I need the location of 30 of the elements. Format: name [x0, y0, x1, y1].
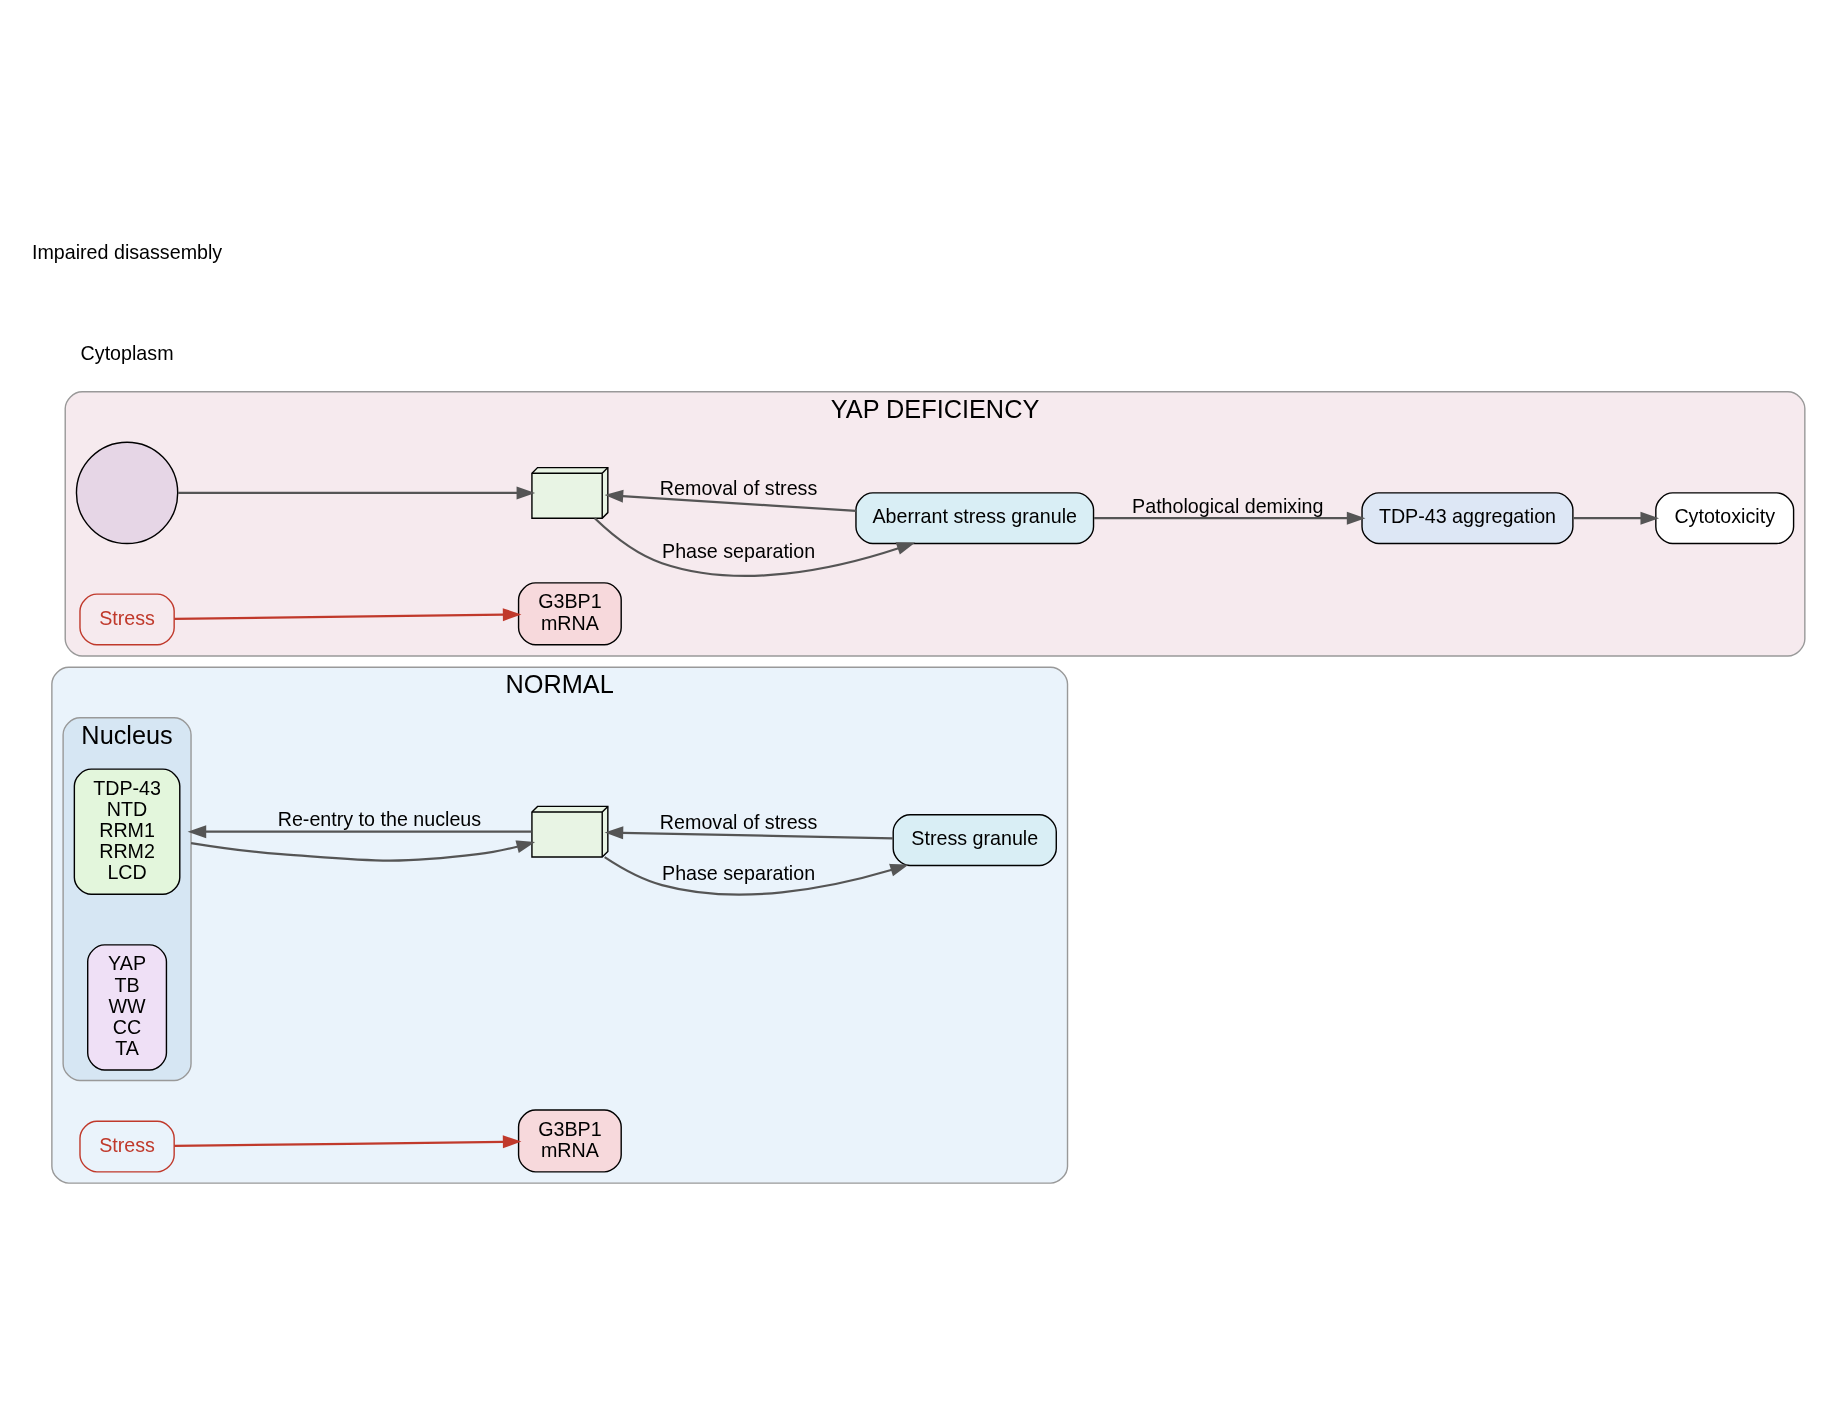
arrow — [604, 489, 856, 512]
edge-label: Removal of stress — [659, 476, 818, 499]
node-box: G3BP1 mRNA — [517, 1109, 622, 1173]
edge-label: Phase separation — [662, 539, 816, 562]
node-circle — [75, 441, 179, 545]
arrow — [187, 825, 532, 839]
arrow — [178, 486, 536, 500]
node-box: Stress granule — [892, 814, 1057, 867]
node-box: Cytotoxicity — [1655, 492, 1795, 545]
node-box: G3BP1 mRNA — [517, 582, 622, 646]
arrow — [604, 856, 909, 896]
arrow — [604, 826, 894, 840]
arrow — [1094, 511, 1366, 525]
label: Impaired disassembly — [31, 241, 223, 264]
arrow — [593, 517, 916, 577]
edge-label: Phase separation — [662, 861, 816, 884]
arrow — [1573, 511, 1660, 525]
label: Cytoplasm — [80, 342, 174, 365]
edge-label: Pathological demixing — [1132, 494, 1324, 517]
node-box: Stress — [79, 1120, 175, 1173]
node-box: Stress — [79, 593, 175, 646]
arrow — [174, 1135, 522, 1149]
node-box: Aberrant stress granule — [855, 492, 1095, 545]
arrow — [190, 840, 536, 862]
arrow — [174, 608, 522, 622]
node-box: YAP TB WW CC TA — [87, 944, 168, 1071]
node-box: TDP-43 NTD RRM1 RRM2 LCD — [73, 768, 181, 895]
node-box: TDP-43 aggregation — [1361, 492, 1574, 545]
edge-label: Removal of stress — [659, 811, 818, 834]
edge-label: Re-entry to the nucleus — [277, 808, 482, 831]
